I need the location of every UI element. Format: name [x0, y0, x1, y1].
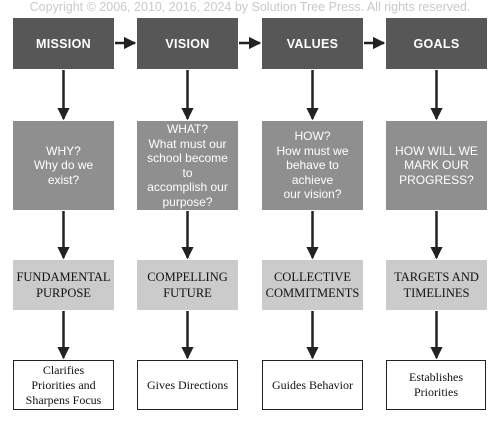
outcome-text: Clarifies Priorities and Sharpens Focus	[25, 362, 102, 407]
concept-text: COLLECTIVE COMMITMENTS	[265, 270, 360, 300]
copyright-notice: Copyright © 2006, 2010, 2016, 2024 by So…	[29, 0, 471, 14]
outcome-goals: Establishes Priorities	[386, 360, 486, 410]
question-text: WHAT? What must our school become to acc…	[147, 122, 228, 209]
question-text: WHY? Why do we exist?	[33, 143, 94, 187]
concept-vision: COMPELLING FUTURE	[137, 260, 238, 310]
header-mission: MISSION	[13, 18, 114, 69]
concept-values: COLLECTIVE COMMITMENTS	[262, 260, 363, 310]
header-values: VALUES	[262, 18, 363, 69]
outcome-text: Guides Behavior	[272, 377, 353, 392]
concept-goals: TARGETS AND TIMELINES	[386, 260, 487, 310]
question-values: HOW? How must we behave to achieve our v…	[262, 121, 363, 210]
outcome-text: Gives Directions	[147, 377, 228, 392]
question-goals: HOW WILL WE MARK OUR PROGRESS?	[386, 121, 487, 210]
concept-text: COMPELLING FUTURE	[147, 270, 228, 300]
question-mission: WHY? Why do we exist?	[13, 121, 114, 210]
header-label: VALUES	[286, 36, 339, 51]
concept-text: TARGETS AND TIMELINES	[394, 270, 479, 300]
concept-text: FUNDAMENTAL PURPOSE	[16, 270, 111, 300]
header-vision: VISION	[137, 18, 238, 69]
question-vision: WHAT? What must our school become to acc…	[137, 121, 238, 210]
outcome-vision: Gives Directions	[137, 360, 238, 410]
question-text: HOW WILL WE MARK OUR PROGRESS?	[395, 143, 478, 187]
header-label: VISION	[165, 36, 210, 51]
header-label: MISSION	[36, 36, 91, 51]
concept-mission: FUNDAMENTAL PURPOSE	[13, 260, 114, 310]
outcome-text: Establishes Priorities	[409, 370, 463, 399]
question-text: HOW? How must we behave to achieve our v…	[276, 129, 349, 202]
outcome-values: Guides Behavior	[262, 360, 363, 410]
header-label: GOALS	[413, 36, 460, 51]
outcome-mission: Clarifies Priorities and Sharpens Focus	[13, 360, 114, 410]
header-goals: GOALS	[386, 18, 487, 69]
